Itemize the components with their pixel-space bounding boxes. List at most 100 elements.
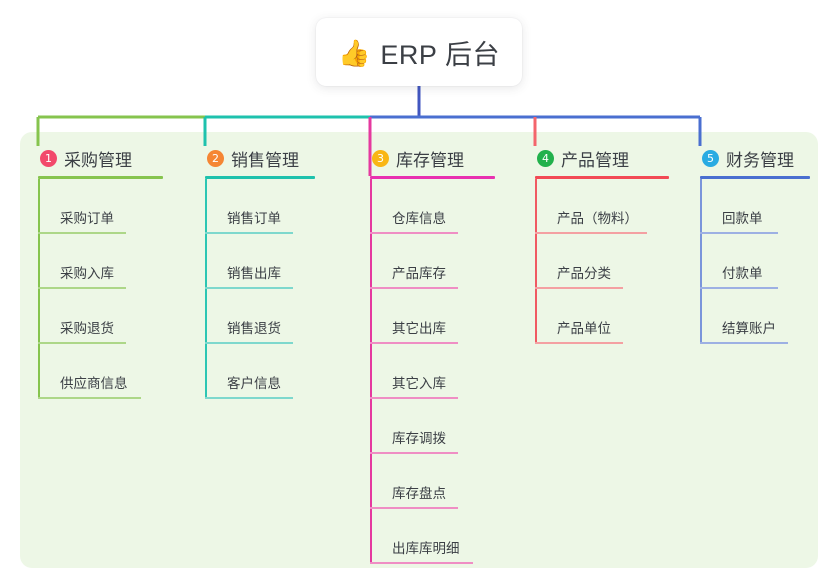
leaf-list-2: 销售订单销售出库销售退货客户信息	[205, 179, 315, 399]
leaf-underline	[370, 562, 473, 564]
column-title-5: 财务管理	[726, 150, 794, 170]
leaf-item[interactable]: 产品分类	[535, 234, 669, 289]
leaf-item[interactable]: 结算账户	[700, 289, 810, 344]
leaf-item[interactable]: 采购退货	[38, 289, 163, 344]
leaf-underline	[535, 287, 623, 289]
column-badge-4: 4	[537, 149, 554, 167]
leaf-underline	[700, 232, 778, 234]
leaf-label: 产品库存	[392, 266, 446, 281]
column-badge-5: 5	[702, 149, 719, 167]
leaf-underline	[700, 287, 778, 289]
leaf-item[interactable]: 产品库存	[370, 234, 495, 289]
leaf-underline	[370, 397, 458, 399]
leaf-underline	[370, 232, 458, 234]
leaf-item[interactable]: 产品（物料）	[535, 179, 669, 234]
leaf-label: 结算账户	[722, 321, 776, 336]
column-5: 5 财务管理回款单付款单结算账户	[700, 146, 810, 344]
leaf-label: 客户信息	[227, 376, 281, 391]
leaf-label: 采购退货	[60, 321, 114, 336]
leaf-underline	[370, 507, 458, 509]
leaf-underline	[535, 342, 623, 344]
leaf-underline	[535, 232, 647, 234]
leaf-label: 出库库明细	[392, 541, 460, 556]
leaf-label: 销售订单	[227, 211, 281, 226]
thumbs-up-icon: 👍	[338, 38, 371, 68]
leaf-label: 产品（物料）	[557, 211, 638, 226]
leaf-underline	[205, 397, 293, 399]
leaf-item[interactable]: 回款单	[700, 179, 810, 234]
column-rule-2	[205, 176, 315, 179]
leaf-item[interactable]: 销售订单	[205, 179, 315, 234]
leaf-list-1: 采购订单采购入库采购退货供应商信息	[38, 179, 163, 399]
leaf-underline	[38, 342, 126, 344]
column-title-3: 库存管理	[396, 150, 464, 170]
leaf-label: 销售出库	[227, 266, 281, 281]
column-title-2: 销售管理	[231, 150, 299, 170]
column-spine-3	[370, 179, 372, 564]
leaf-label: 库存调拨	[392, 431, 446, 446]
leaf-list-4: 产品（物料） 产品分类产品单位	[535, 179, 669, 344]
leaf-item[interactable]: 采购入库	[38, 234, 163, 289]
leaf-item[interactable]: 仓库信息	[370, 179, 495, 234]
column-header-5[interactable]: 5 财务管理	[700, 146, 810, 170]
leaf-item[interactable]: 其它入库	[370, 344, 495, 399]
leaf-item[interactable]: 供应商信息	[38, 344, 163, 399]
leaf-label: 其它入库	[392, 376, 446, 391]
leaf-item[interactable]: 销售出库	[205, 234, 315, 289]
column-rule-5	[700, 176, 810, 179]
column-rule-3	[370, 176, 495, 179]
column-header-2[interactable]: 2 销售管理	[205, 146, 315, 170]
leaf-label: 销售退货	[227, 321, 281, 336]
leaf-label: 库存盘点	[392, 486, 446, 501]
leaf-item[interactable]: 客户信息	[205, 344, 315, 399]
column-badge-2: 2	[207, 149, 224, 167]
column-spine-2	[205, 179, 207, 399]
leaf-list-3: 仓库信息产品库存其它出库其它入库库存调拨库存盘点出库库明细	[370, 179, 495, 564]
column-badge-3: 3	[372, 149, 389, 167]
leaf-underline	[38, 287, 126, 289]
leaf-underline	[370, 452, 458, 454]
column-title-1: 采购管理	[64, 150, 132, 170]
leaf-label: 供应商信息	[60, 376, 128, 391]
leaf-label: 采购入库	[60, 266, 114, 281]
leaf-list-5: 回款单付款单结算账户	[700, 179, 810, 344]
leaf-item[interactable]: 产品单位	[535, 289, 669, 344]
column-rule-4	[535, 176, 669, 179]
leaf-label: 仓库信息	[392, 211, 446, 226]
leaf-item[interactable]: 采购订单	[38, 179, 163, 234]
column-3: 3 库存管理仓库信息产品库存其它出库其它入库库存调拨库存盘点出库库明细	[370, 146, 495, 564]
leaf-underline	[370, 287, 458, 289]
column-1: 1 采购管理采购订单采购入库采购退货供应商信息	[38, 146, 163, 399]
leaf-item[interactable]: 库存调拨	[370, 399, 495, 454]
leaf-item[interactable]: 付款单	[700, 234, 810, 289]
leaf-item[interactable]: 出库库明细	[370, 509, 495, 564]
leaf-label: 回款单	[722, 211, 763, 226]
leaf-item[interactable]: 库存盘点	[370, 454, 495, 509]
leaf-label: 其它出库	[392, 321, 446, 336]
column-4: 4 产品管理产品（物料） 产品分类产品单位	[535, 146, 669, 344]
root-title: ERP 后台	[380, 39, 500, 70]
column-2: 2 销售管理销售订单销售出库销售退货客户信息	[205, 146, 315, 399]
column-header-1[interactable]: 1 采购管理	[38, 146, 163, 170]
content-panel	[20, 132, 818, 568]
leaf-underline	[370, 342, 458, 344]
leaf-underline	[205, 287, 293, 289]
leaf-underline	[700, 342, 788, 344]
leaf-underline	[38, 397, 141, 399]
root-node[interactable]: 👍 ERP 后台	[316, 18, 522, 86]
column-spine-5	[700, 179, 702, 344]
column-rule-1	[38, 176, 163, 179]
leaf-item[interactable]: 其它出库	[370, 289, 495, 344]
column-spine-4	[535, 179, 537, 344]
leaf-label: 产品分类	[557, 266, 611, 281]
leaf-label: 产品单位	[557, 321, 611, 336]
leaf-item[interactable]: 销售退货	[205, 289, 315, 344]
column-header-4[interactable]: 4 产品管理	[535, 146, 669, 170]
leaf-label: 付款单	[722, 266, 763, 281]
column-badge-1: 1	[40, 149, 57, 167]
leaf-underline	[205, 342, 293, 344]
column-title-4: 产品管理	[561, 150, 629, 170]
leaf-underline	[38, 232, 126, 234]
column-header-3[interactable]: 3 库存管理	[370, 146, 495, 170]
